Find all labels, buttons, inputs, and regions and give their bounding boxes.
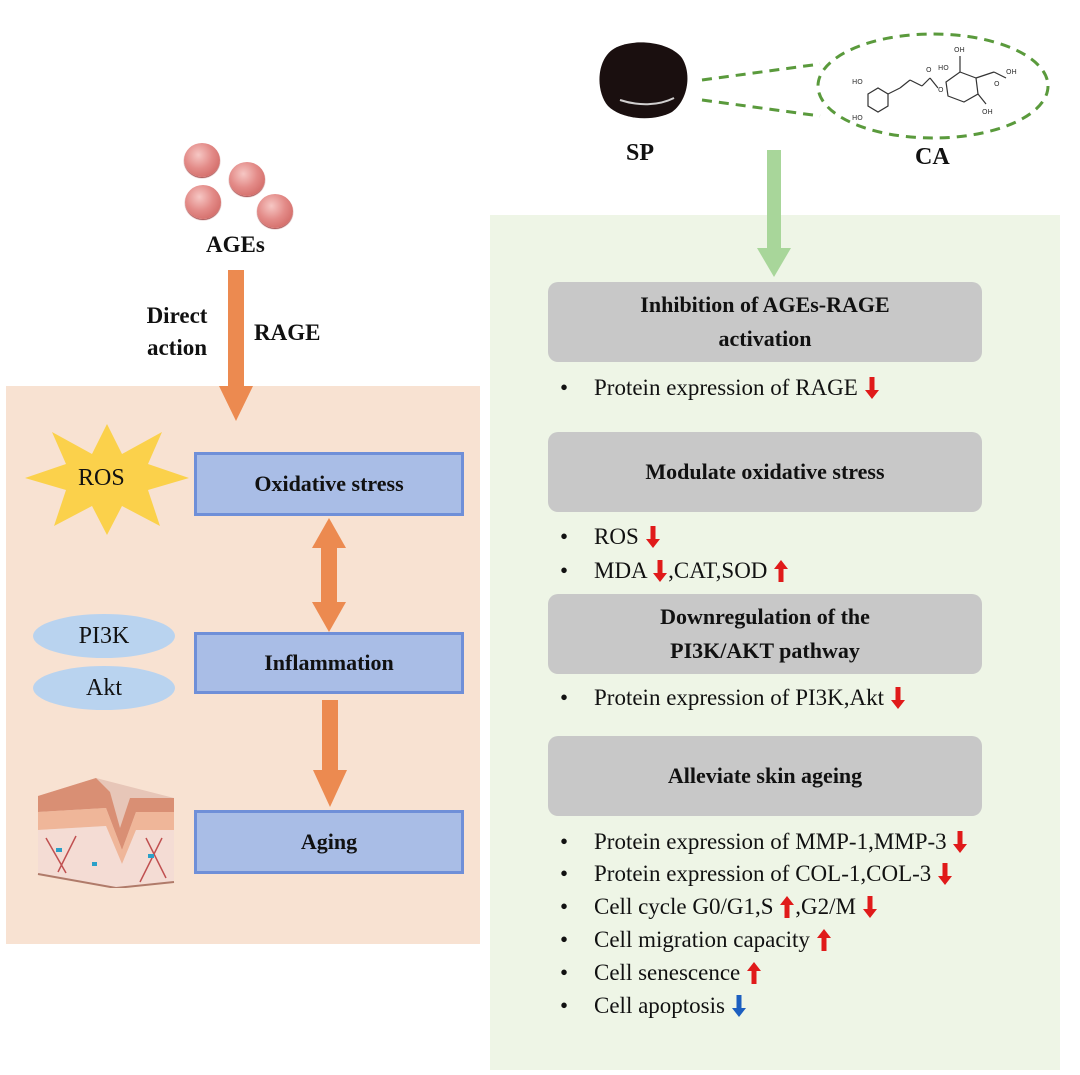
up-arrow-icon bbox=[746, 962, 761, 984]
list-item-text: ROS bbox=[594, 524, 645, 549]
section-header: Inhibition of AGEs-RAGE activation bbox=[548, 282, 982, 362]
down-arrow-icon bbox=[864, 377, 879, 399]
section-header: Downregulation of the PI3K/AKT pathway bbox=[548, 594, 982, 674]
sp-label: SP bbox=[626, 140, 655, 166]
list-item: • Cell cycle G0/G1,S ,G2/M bbox=[560, 891, 878, 923]
list-item: • Cell migration capacity bbox=[560, 924, 832, 956]
akt-ellipse: Akt bbox=[33, 666, 175, 710]
list-item-text: Cell apoptosis bbox=[594, 993, 731, 1018]
list-item: • Protein expression of COL-1,COL-3 bbox=[560, 858, 953, 890]
bullet-icon: • bbox=[560, 685, 569, 710]
down-arrow-icon bbox=[953, 831, 968, 853]
bullet-icon: • bbox=[560, 829, 569, 854]
sp-extract-blob-icon bbox=[599, 42, 688, 119]
chlorogenic-acid-structure-icon: HO HO O O OH HO OH O OH bbox=[852, 46, 1017, 122]
bullet-icon: • bbox=[560, 375, 569, 400]
down-arrow-icon bbox=[938, 863, 953, 885]
rage-down-arrow bbox=[219, 270, 253, 421]
rage-label: RAGE bbox=[254, 320, 321, 345]
svg-text:OH: OH bbox=[1006, 68, 1017, 76]
list-item-text: Protein expression of COL-1,COL-3 bbox=[594, 861, 938, 886]
list-item-text: MDA bbox=[594, 558, 653, 583]
down-arrow-icon bbox=[731, 995, 746, 1017]
ca-label: CA bbox=[915, 144, 950, 170]
svg-text:HO: HO bbox=[852, 78, 863, 86]
svg-text:HO: HO bbox=[852, 114, 863, 122]
svg-text:OH: OH bbox=[954, 46, 965, 54]
bullet-icon: • bbox=[560, 993, 569, 1018]
list-item-text: Cell migration capacity bbox=[594, 927, 816, 952]
skin-cross-section-icon bbox=[37, 778, 175, 888]
down-arrow-icon bbox=[862, 896, 877, 918]
up-arrow-icon bbox=[816, 929, 831, 951]
down-arrow-icon bbox=[645, 526, 660, 548]
list-item-text: Cell senescence bbox=[594, 960, 746, 985]
svg-text:O: O bbox=[938, 86, 944, 94]
pi3k-ellipse: PI3K bbox=[33, 614, 175, 658]
ros-starburst-icon bbox=[25, 424, 189, 535]
svg-text:HO: HO bbox=[938, 64, 949, 72]
inflammation-box: Inflammation bbox=[194, 632, 464, 694]
ca-dashed-callout bbox=[701, 32, 1050, 140]
list-item-text: ,CAT,SOD bbox=[668, 558, 774, 583]
inflammation-aging-arrow bbox=[313, 700, 347, 807]
list-item: • MDA ,CAT,SOD bbox=[560, 555, 789, 587]
svg-text:OH: OH bbox=[982, 108, 993, 116]
list-item: • Protein expression of PI3K,Akt bbox=[560, 682, 906, 714]
list-item: • Cell senescence bbox=[560, 957, 762, 989]
ages-label: AGEs bbox=[206, 232, 265, 257]
ros-label: ROS bbox=[78, 465, 125, 491]
list-item-text: Protein expression of PI3K,Akt bbox=[594, 685, 890, 710]
bullet-icon: • bbox=[560, 927, 569, 952]
section-header: Alleviate skin ageing bbox=[548, 736, 982, 816]
bullet-icon: • bbox=[560, 960, 569, 985]
bullet-icon: • bbox=[560, 894, 569, 919]
list-item-text: Protein expression of RAGE bbox=[594, 375, 864, 400]
list-item-text: Cell cycle G0/G1,S bbox=[594, 894, 780, 919]
oxidative-stress-box: Oxidative stress bbox=[194, 452, 464, 516]
bullet-icon: • bbox=[560, 861, 569, 886]
bullet-icon: • bbox=[560, 558, 569, 583]
svg-text:O: O bbox=[994, 80, 1000, 88]
down-arrow-icon bbox=[653, 560, 668, 582]
svg-text:O: O bbox=[926, 66, 932, 74]
bullet-icon: • bbox=[560, 524, 569, 549]
up-arrow-icon bbox=[774, 560, 789, 582]
list-item: • Protein expression of RAGE bbox=[560, 372, 880, 404]
aging-box: Aging bbox=[194, 810, 464, 874]
list-item-text: ,G2/M bbox=[795, 894, 862, 919]
sp-effects-down-arrow bbox=[757, 150, 791, 277]
section-header: Modulate oxidative stress bbox=[548, 432, 982, 512]
direct-action-label: Direct action bbox=[146, 303, 208, 360]
list-item: • Protein expression of MMP-1,MMP-3 bbox=[560, 826, 968, 858]
list-item: • Cell apoptosis bbox=[560, 990, 747, 1022]
list-item: • ROS bbox=[560, 521, 661, 553]
down-arrow-icon bbox=[890, 687, 905, 709]
list-item-text: Protein expression of MMP-1,MMP-3 bbox=[594, 829, 953, 854]
up-arrow-icon bbox=[780, 896, 795, 918]
oxidative-inflammation-double-arrow bbox=[312, 518, 346, 632]
